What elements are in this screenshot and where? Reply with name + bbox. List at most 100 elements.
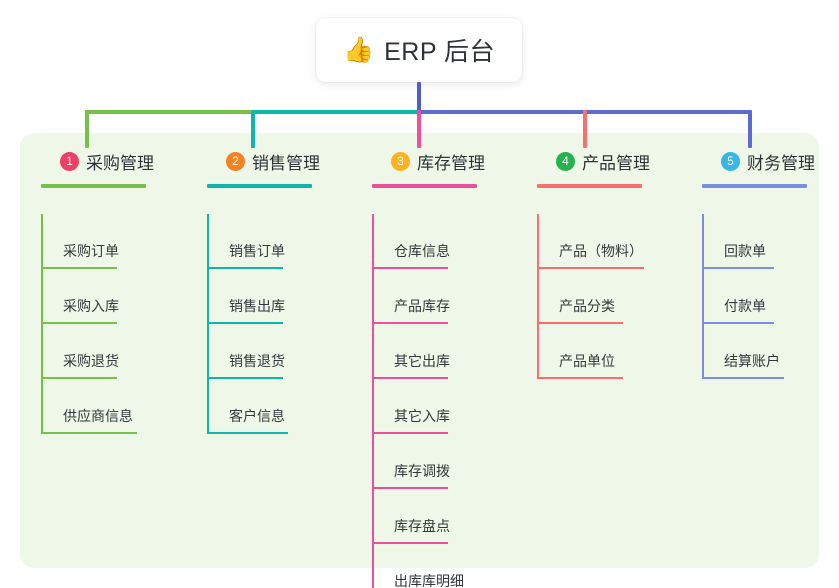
branch-header-rule — [372, 184, 477, 188]
root-node-title: ERP 后台 — [384, 38, 496, 66]
branch-item-rule — [41, 432, 137, 434]
branch-item[interactable]: 供应商信息 — [41, 379, 154, 434]
branch-item[interactable]: 库存盘点 — [372, 489, 485, 544]
branch-column-2: 2 销售管理销售订单销售出库销售退货客户信息 — [207, 148, 320, 434]
branch-header-rule — [537, 184, 642, 188]
diagram-panel — [20, 133, 819, 568]
branch-item-label: 仓库信息 — [394, 243, 450, 259]
branch-items: 回款单付款单结算账户 — [702, 214, 815, 379]
branch-items: 销售订单销售出库销售退货客户信息 — [207, 214, 320, 434]
branch-item-label: 回款单 — [724, 243, 766, 259]
branch-item-rule — [372, 377, 448, 379]
branch-item[interactable]: 仓库信息 — [372, 214, 485, 269]
branch-item-rule — [372, 487, 448, 489]
branch-item-label: 销售退货 — [229, 353, 285, 369]
root-node-card[interactable]: 👍 ERP 后台 — [316, 18, 522, 82]
drop-sales — [251, 110, 255, 148]
branch-item[interactable]: 采购入库 — [41, 269, 154, 324]
branch-title: 销售管理 — [252, 153, 320, 173]
branch-item-label: 销售订单 — [229, 243, 285, 259]
branch-items: 产品（物料） 产品分类产品单位 — [537, 214, 650, 379]
branch-item-rule — [537, 267, 644, 269]
branch-item[interactable]: 销售退货 — [207, 324, 320, 379]
branch-number-badge: 2 — [226, 151, 245, 171]
branch-number-badge: 4 — [556, 151, 575, 171]
branch-header-4[interactable]: 4 产品管理 — [537, 148, 650, 188]
branch-item[interactable]: 其它入库 — [372, 379, 485, 434]
branch-item-rule — [207, 267, 283, 269]
branch-items: 采购订单采购入库采购退货供应商信息 — [41, 214, 154, 434]
branch-item[interactable]: 销售出库 — [207, 269, 320, 324]
branch-item-rule — [372, 432, 448, 434]
branch-header-5[interactable]: 5 财务管理 — [702, 148, 815, 188]
bus-teal — [251, 110, 419, 114]
branch-item[interactable]: 其它出库 — [372, 324, 485, 379]
branch-item-rule — [372, 267, 448, 269]
branch-header-rule — [41, 184, 146, 188]
branch-item-rule — [207, 377, 283, 379]
drop-inventory — [417, 110, 421, 148]
branch-item[interactable]: 回款单 — [702, 214, 815, 269]
branch-item-label: 采购订单 — [63, 243, 119, 259]
branch-item-label: 供应商信息 — [63, 408, 133, 424]
branch-trunk-line — [702, 214, 704, 379]
branch-item-rule — [702, 322, 774, 324]
branch-item-label: 结算账户 — [724, 353, 780, 369]
branch-item-label: 采购退货 — [63, 353, 119, 369]
branch-header-3[interactable]: 3 库存管理 — [372, 148, 485, 188]
branch-item-rule — [41, 377, 117, 379]
branch-trunk-line — [372, 214, 374, 588]
branch-item-rule — [41, 322, 117, 324]
branch-item-label: 出库库明细 — [394, 573, 464, 588]
branch-item[interactable]: 产品库存 — [372, 269, 485, 324]
branch-number-badge: 3 — [391, 151, 410, 171]
root-stem-line — [417, 82, 421, 112]
branch-item-rule — [702, 377, 784, 379]
branch-column-4: 4 产品管理产品（物料） 产品分类产品单位 — [537, 148, 650, 379]
branch-item-label: 产品（物料） — [559, 243, 643, 259]
branch-item-label: 采购入库 — [63, 298, 119, 314]
branch-item[interactable]: 付款单 — [702, 269, 815, 324]
branch-header-2[interactable]: 2 销售管理 — [207, 148, 320, 188]
branch-item-rule — [372, 542, 448, 544]
branch-number-badge: 5 — [721, 151, 740, 171]
branch-column-5: 5 财务管理回款单付款单结算账户 — [702, 148, 815, 379]
branch-title: 库存管理 — [417, 153, 485, 173]
branch-item-label: 其它出库 — [394, 353, 450, 369]
branch-item-rule — [372, 322, 448, 324]
branch-item-rule — [537, 377, 623, 379]
drop-product — [583, 110, 587, 148]
branch-item-label: 库存盘点 — [394, 518, 450, 534]
branch-trunk-line — [41, 214, 43, 434]
branch-title: 产品管理 — [582, 153, 650, 173]
branch-item-rule — [41, 267, 117, 269]
branch-items: 仓库信息产品库存其它出库其它入库库存调拨库存盘点出库库明细 — [372, 214, 485, 588]
branch-item[interactable]: 产品分类 — [537, 269, 650, 324]
bus-green — [85, 110, 253, 114]
branch-item-rule — [537, 322, 623, 324]
branch-item-label: 客户信息 — [229, 408, 285, 424]
branch-item[interactable]: 产品（物料） — [537, 214, 650, 269]
branch-trunk-line — [537, 214, 539, 379]
drop-purchasing — [85, 110, 89, 148]
branch-item[interactable]: 销售订单 — [207, 214, 320, 269]
branch-item[interactable]: 结算账户 — [702, 324, 815, 379]
branch-item[interactable]: 产品单位 — [537, 324, 650, 379]
branch-item[interactable]: 采购退货 — [41, 324, 154, 379]
branch-item-label: 产品分类 — [559, 298, 615, 314]
branch-title: 采购管理 — [86, 153, 154, 173]
branch-title: 财务管理 — [747, 153, 815, 173]
drop-finance — [748, 110, 752, 148]
branch-item[interactable]: 库存调拨 — [372, 434, 485, 489]
branch-item-rule — [207, 432, 288, 434]
branch-trunk-line — [207, 214, 209, 434]
branch-item-label: 产品单位 — [559, 353, 615, 369]
branch-item[interactable]: 采购订单 — [41, 214, 154, 269]
branch-item-label: 销售出库 — [229, 298, 285, 314]
branch-item[interactable]: 客户信息 — [207, 379, 320, 434]
branch-header-rule — [702, 184, 807, 188]
branch-item-label: 库存调拨 — [394, 463, 450, 479]
branch-item[interactable]: 出库库明细 — [372, 544, 485, 588]
